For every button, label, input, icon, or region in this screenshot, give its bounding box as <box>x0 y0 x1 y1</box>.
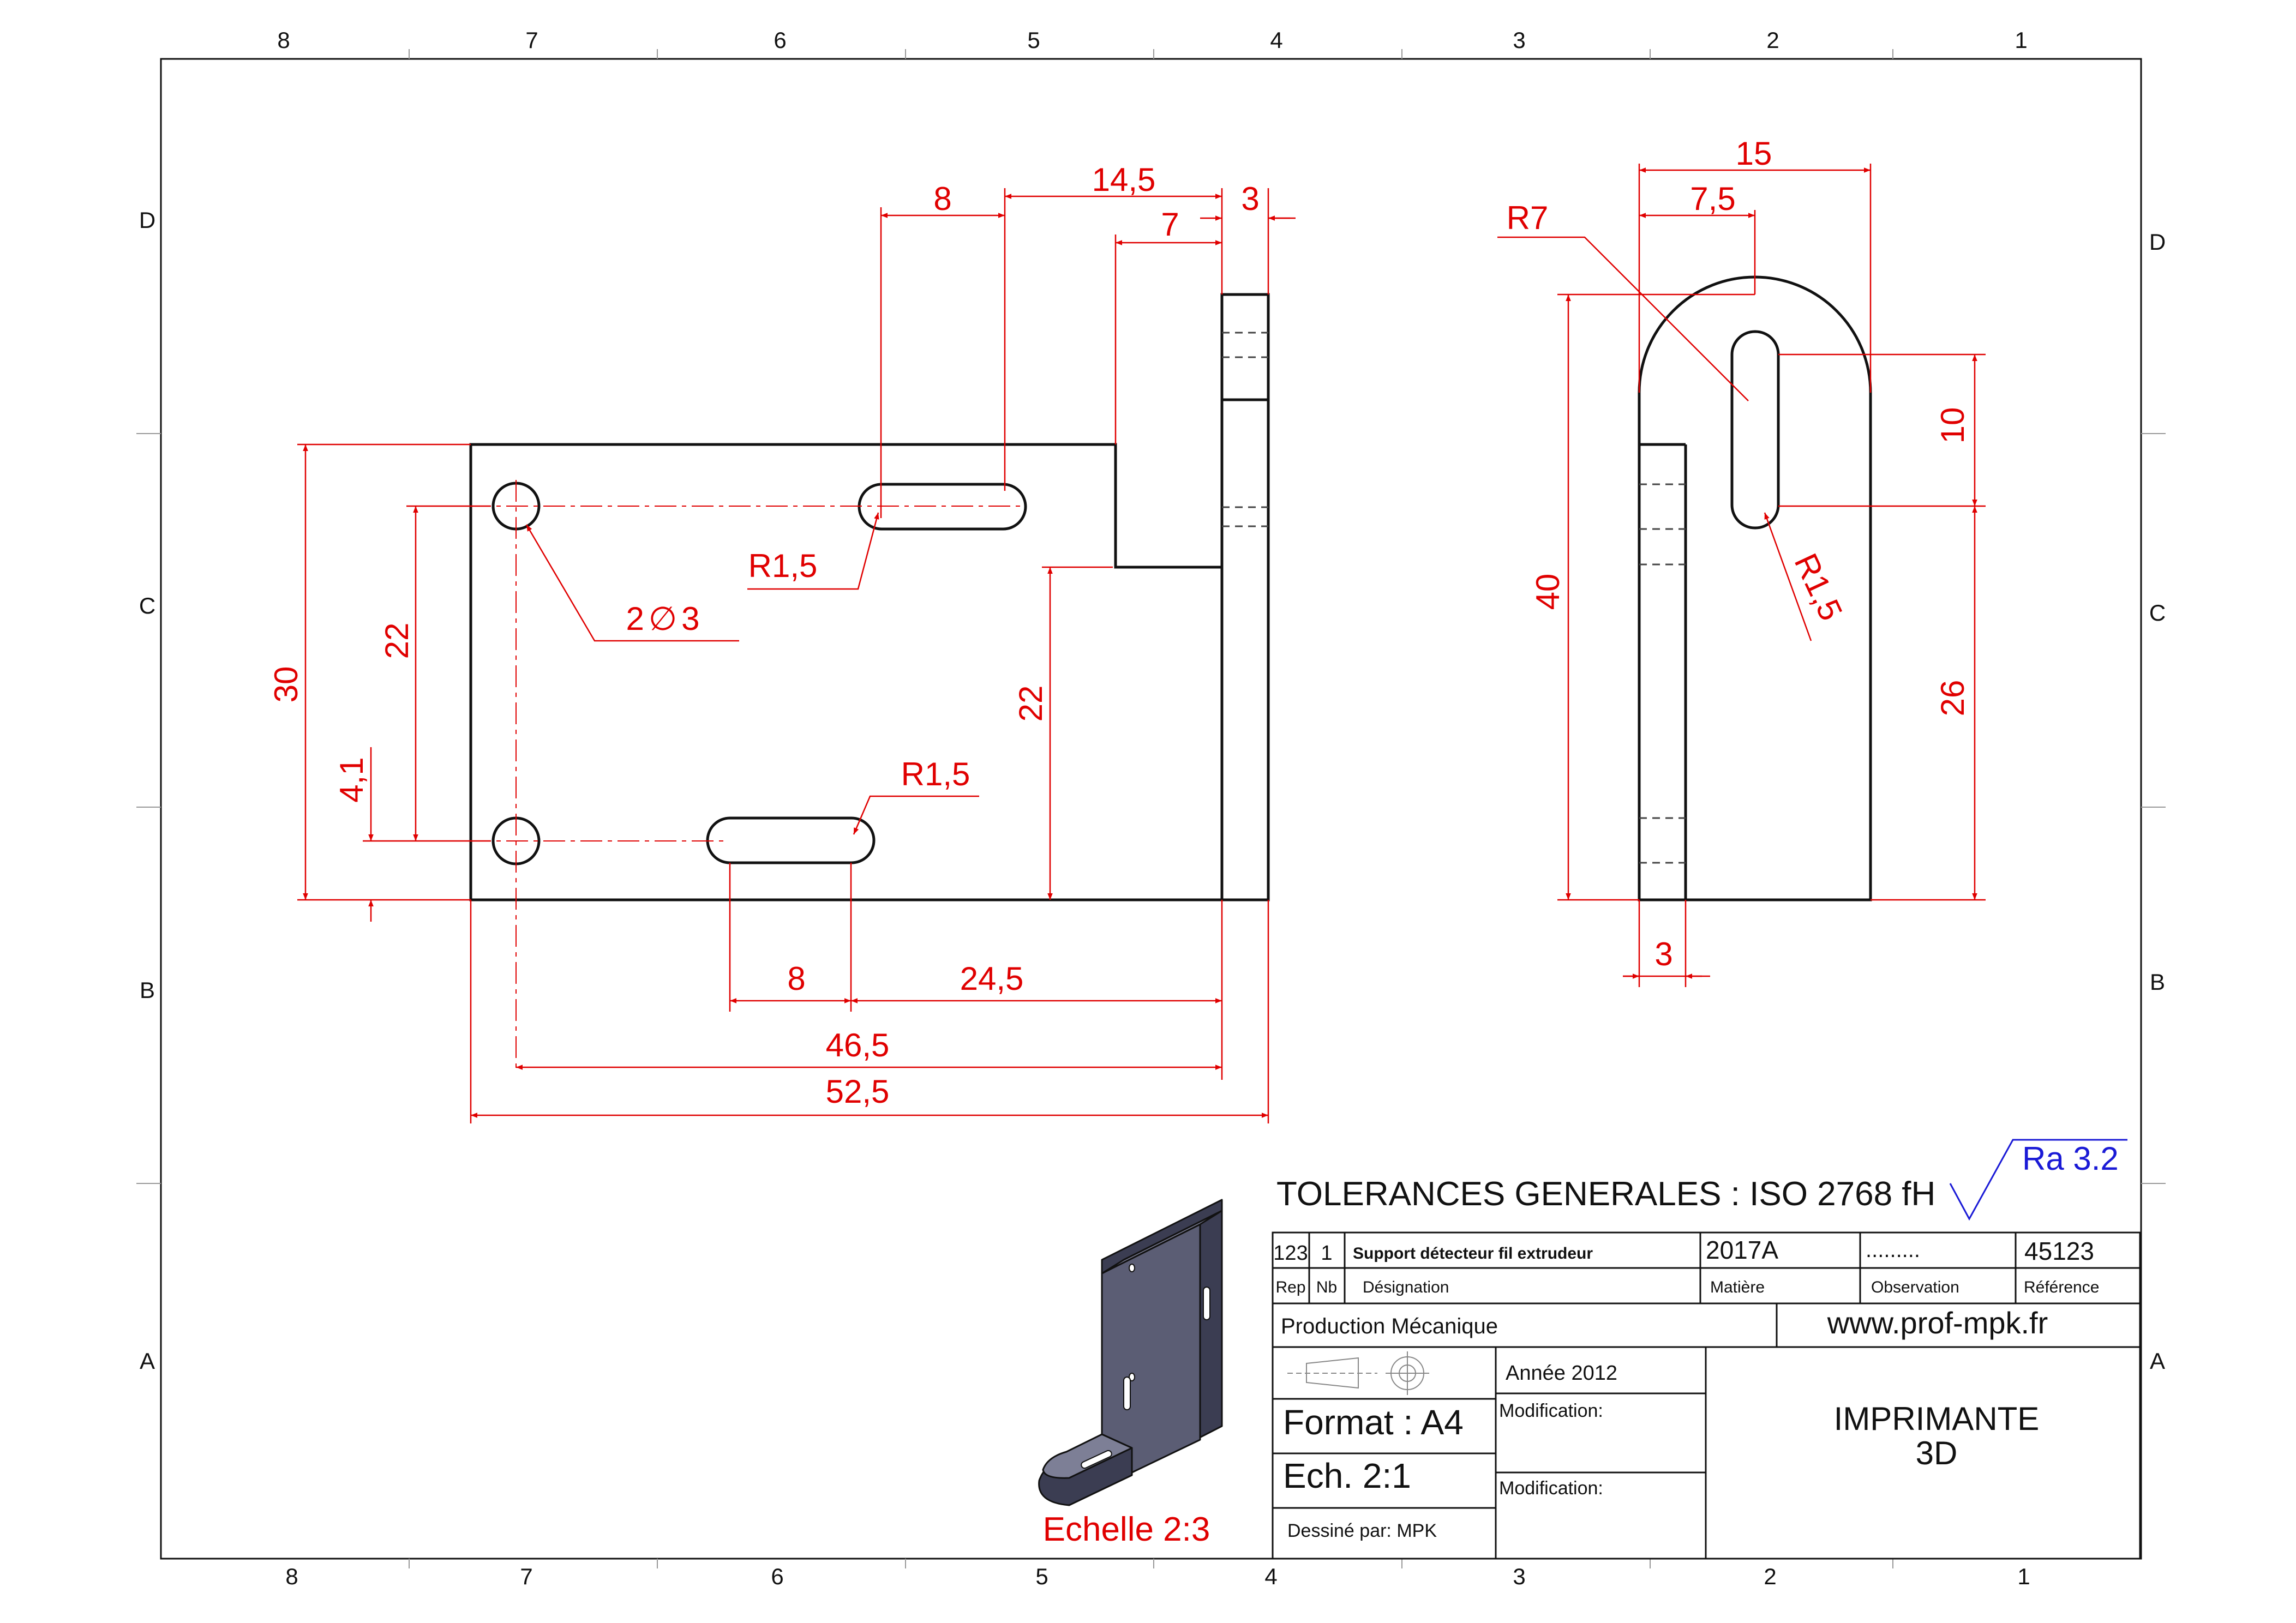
front-dim-3-top: 3 <box>1241 181 1259 217</box>
tb-observation-value: ......... <box>1866 1238 1920 1262</box>
front-dim-14-5: 14,5 <box>1092 161 1156 198</box>
frame-row-right-D: D <box>2149 229 2166 255</box>
iso-scale-label: Echelle 2:3 <box>1043 1511 1210 1548</box>
iso-slot-1 <box>1203 1287 1210 1320</box>
tb-hdr-nb: Nb <box>1316 1278 1337 1296</box>
tb-modification-1: Modification: <box>1499 1400 1603 1421</box>
front-dim-22-left: 22 <box>379 623 415 659</box>
side-dim-r7: R7 <box>1507 200 1549 236</box>
side-dim-7-5: 7,5 <box>1690 181 1735 217</box>
side-dim-r15: R1,5 <box>1787 548 1849 626</box>
frame-col-top-5: 5 <box>1027 27 1040 53</box>
frame-col-bottom-7: 7 <box>520 1564 532 1589</box>
frame-col-top-7: 7 <box>525 27 538 53</box>
side-view-slot <box>1730 330 1780 530</box>
front-view <box>469 293 1270 901</box>
front-view-outline <box>469 293 1270 901</box>
frame-col-bottom-2: 2 <box>1764 1564 1776 1589</box>
frame-row-left-C: C <box>139 593 155 618</box>
side-dim-26: 26 <box>1934 680 1971 717</box>
tb-matiere-value: 2017A <box>1706 1236 1778 1264</box>
side-view <box>1638 275 1872 901</box>
tb-dessine: Dessiné par: MPK <box>1287 1520 1437 1541</box>
frame-row-left-B: B <box>140 977 155 1003</box>
front-view-hidden-lines <box>1222 332 1268 527</box>
roughness-value: Ra 3.2 <box>2022 1140 2119 1177</box>
tb-reference-value: 45123 <box>2024 1237 2094 1265</box>
iso-base-top <box>1042 1433 1133 1479</box>
roughness-symbol <box>1949 1139 2127 1221</box>
frame-col-bottom-4: 4 <box>1264 1564 1277 1589</box>
tb-title-line2: 3D <box>1916 1435 1958 1471</box>
tb-title-line1: IMPRIMANTE <box>1834 1400 2040 1437</box>
front-dim-52-5: 52,5 <box>826 1073 890 1110</box>
front-dim-r15-lower: R1,5 <box>901 756 970 792</box>
frame-row-left-D: D <box>139 207 155 233</box>
side-dim-40: 40 <box>1530 574 1566 610</box>
frame-col-top-6: 6 <box>774 27 786 53</box>
tb-hdr-matiere: Matière <box>1710 1278 1765 1296</box>
side-view-dimension-lines <box>1497 164 1986 987</box>
frame-row-left-A: A <box>140 1348 155 1374</box>
frame-col-bottom-3: 3 <box>1513 1564 1525 1589</box>
iso-slot-2 <box>1123 1376 1131 1410</box>
front-dim-4-1: 4,1 <box>333 757 370 802</box>
tb-hdr-reference: Référence <box>2024 1278 2099 1296</box>
front-dim-holes-dia-symbol: ∅ <box>649 600 677 637</box>
front-dim-holes-size: 3 <box>681 600 699 637</box>
frame-row-right-A: A <box>2150 1348 2165 1374</box>
iso-hole-1 <box>1129 1264 1135 1272</box>
frame-col-top-3: 3 <box>1513 27 1525 53</box>
front-dim-r15-upper: R1,5 <box>748 548 818 584</box>
front-view-dimension-lines <box>297 188 1296 1123</box>
tb-rep-value: 123 <box>1273 1242 1308 1265</box>
tb-format: Format : A4 <box>1283 1403 1464 1442</box>
frame-col-top-4: 4 <box>1270 27 1282 53</box>
side-dim-3: 3 <box>1654 936 1672 972</box>
tb-hdr-observation: Observation <box>1871 1278 1959 1296</box>
isometric-view <box>1038 1199 1223 1506</box>
frame-col-bottom-8: 8 <box>285 1564 298 1589</box>
front-dim-8-bottom: 8 <box>787 960 805 997</box>
frame-col-top-2: 2 <box>1766 27 1779 53</box>
tolerances-note: TOLERANCES GENERALES : ISO 2768 fH <box>1276 1175 1935 1213</box>
tb-production: Production Mécanique <box>1281 1314 1498 1338</box>
front-dim-holes: 2∅3 <box>626 600 699 637</box>
tb-annee: Année 2012 <box>1506 1362 1617 1385</box>
frame-row-right-C: C <box>2149 600 2166 626</box>
front-dim-30: 30 <box>268 666 304 703</box>
side-dim-10: 10 <box>1934 407 1971 444</box>
iso-slot-base <box>1081 1450 1112 1469</box>
tb-nb-value: 1 <box>1321 1242 1332 1265</box>
front-dim-7: 7 <box>1161 206 1179 243</box>
frame-col-top-1: 1 <box>2015 27 2027 53</box>
tb-website: www.prof-mpk.fr <box>1827 1306 2048 1340</box>
projection-symbol <box>1287 1351 1429 1395</box>
side-dim-15: 15 <box>1736 135 1772 172</box>
frame-row-right-B: B <box>2150 969 2165 995</box>
frame-col-bottom-5: 5 <box>1035 1564 1048 1589</box>
front-dim-24-5: 24,5 <box>960 960 1024 997</box>
tb-hdr-designation: Désignation <box>1363 1278 1449 1296</box>
side-view-outline <box>1638 275 1872 901</box>
front-dim-8-top: 8 <box>933 181 951 217</box>
front-dim-holes-count: 2 <box>626 600 644 637</box>
frame-col-bottom-1: 1 <box>2017 1564 2030 1589</box>
tb-echelle: Ech. 2:1 <box>1283 1456 1411 1495</box>
front-view-centerlines <box>469 480 1026 1069</box>
frame-col-top-8: 8 <box>277 27 290 53</box>
slot-lower <box>706 816 876 864</box>
side-view-hidden-lines <box>1639 483 1686 864</box>
iso-upright-top <box>1101 1210 1223 1275</box>
tb-modification-2: Modification: <box>1499 1478 1603 1499</box>
title-block-grid <box>1272 1231 2141 1560</box>
frame-col-bottom-6: 6 <box>771 1564 783 1589</box>
front-dim-22-mid: 22 <box>1012 686 1049 722</box>
drawing-frame <box>160 58 2142 1560</box>
front-dim-46-5: 46,5 <box>826 1027 890 1063</box>
tb-hdr-rep: Rep <box>1275 1278 1305 1296</box>
tb-designation-value: Support détecteur fil extrudeur <box>1353 1245 1593 1263</box>
frame-ticks <box>136 49 2166 1568</box>
